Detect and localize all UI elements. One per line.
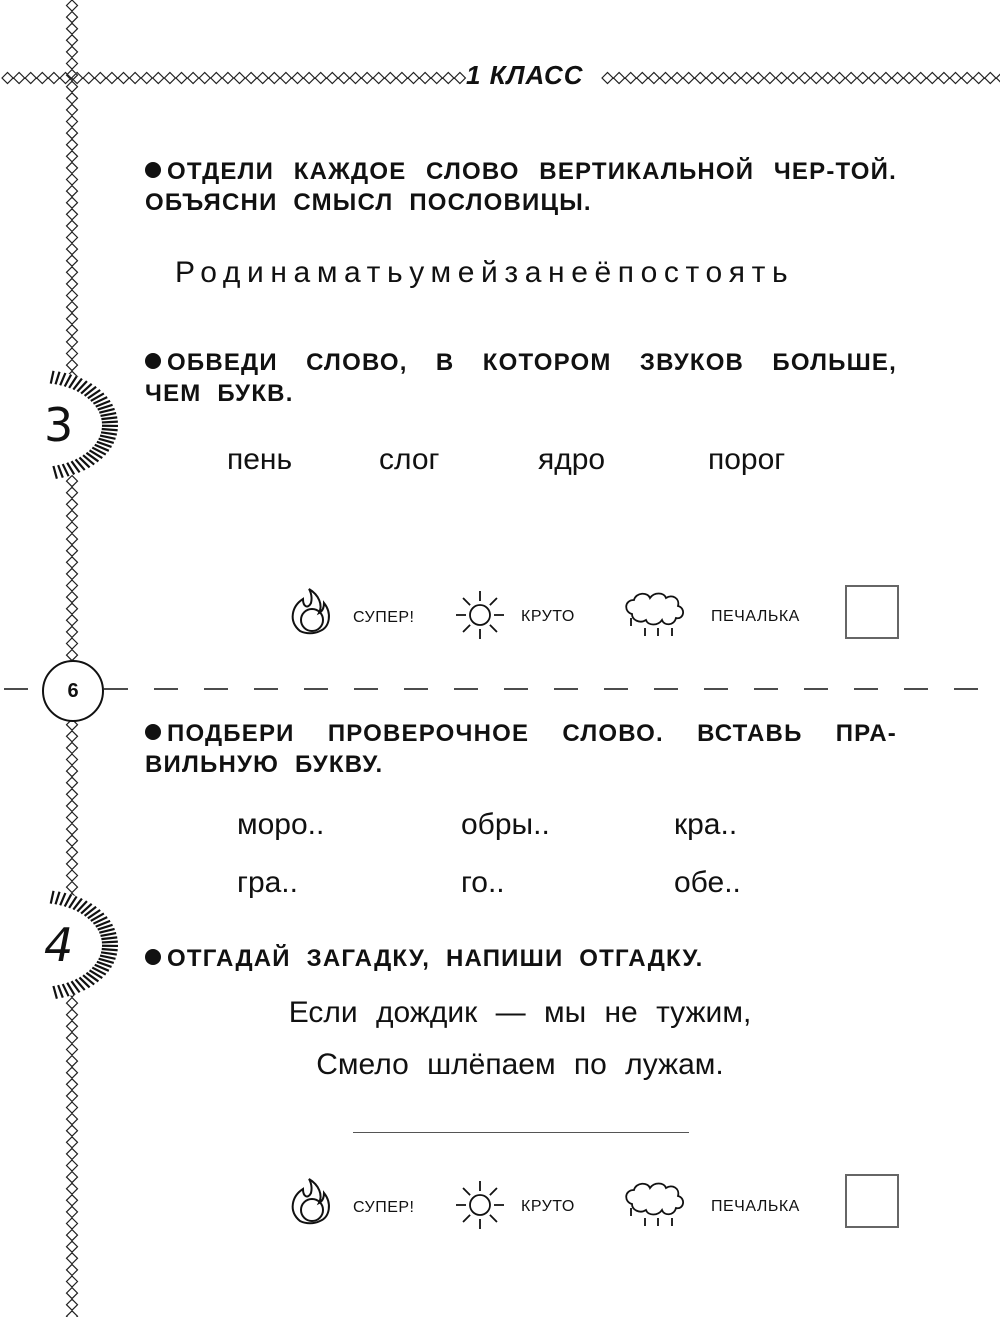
riddle-line-1: Если дождик — мы не тужим,	[288, 996, 752, 1029]
word-option[interactable]: слог	[379, 443, 440, 476]
riddle-line-2: Смело шлёпаем по лужам.	[316, 1048, 724, 1081]
badge-ray-ring	[49, 890, 119, 999]
rain-cloud-icon	[625, 592, 684, 636]
badge-ray-ring	[49, 370, 119, 479]
bullet-icon	[145, 353, 161, 369]
word-option[interactable]: пень	[227, 443, 293, 476]
mood-sad: ПЕЧАЛЬКА	[711, 608, 800, 625]
task-instruction-2: ОБВЕДИ СЛОВО, В КОТОРОМ ЗВУКОВ БОЛЬШЕ, Ч…	[145, 349, 897, 407]
word-blank: гра..	[237, 866, 298, 899]
proverb-text: Родинаматьумейзанеёпостоять	[175, 256, 795, 289]
mood-super: СУПЕР!	[353, 1199, 415, 1216]
word-blank: го..	[461, 866, 505, 899]
word-option[interactable]: ядро	[538, 443, 606, 476]
fire-icon	[291, 1178, 330, 1225]
fire-icon-core	[300, 608, 324, 632]
page-number: 6	[42, 660, 104, 722]
task-instruction-3: ПОДБЕРИ ПРОВЕРОЧНОЕ СЛОВО. ВСТАВЬ ПРА-ВИ…	[145, 720, 897, 778]
mood-checkbox[interactable]	[845, 585, 899, 639]
sun-rays-icon	[456, 1181, 504, 1229]
sun-icon	[469, 1194, 491, 1216]
section-badge-3: 3	[44, 398, 74, 452]
section-badge-4: 4	[44, 918, 74, 972]
word-blank: кра..	[674, 808, 738, 841]
task-instruction-1: ОТДЕЛИ КАЖДОЕ СЛОВО ВЕРТИКАЛЬНОЙ ЧЕР-ТОЙ…	[145, 158, 897, 216]
mood-sad: ПЕЧАЛЬКА	[711, 1198, 800, 1215]
answer-line[interactable]	[353, 1132, 689, 1133]
mood-cool: КРУТО	[521, 608, 575, 625]
grade-label: 1 КЛАСС	[466, 60, 584, 90]
rain-cloud-icon	[625, 1182, 684, 1226]
word-blank: обры..	[461, 808, 550, 841]
bullet-icon	[145, 949, 161, 965]
mood-super: СУПЕР!	[353, 609, 415, 626]
word-blank: обе..	[674, 866, 741, 899]
word-option[interactable]: порог	[708, 443, 786, 476]
fire-icon	[291, 588, 330, 635]
sun-rays-icon	[456, 591, 504, 639]
bullet-icon	[145, 162, 161, 178]
fire-icon-core	[300, 1198, 324, 1222]
task-instruction-4: ОТГАДАЙ ЗАГАДКУ, НАПИШИ ОТГАДКУ.	[145, 943, 897, 974]
mood-checkbox[interactable]	[845, 1174, 899, 1228]
bullet-icon	[145, 724, 161, 740]
sun-icon	[469, 604, 491, 626]
mood-cool: КРУТО	[521, 1198, 575, 1215]
word-blank: моро..	[237, 808, 325, 841]
